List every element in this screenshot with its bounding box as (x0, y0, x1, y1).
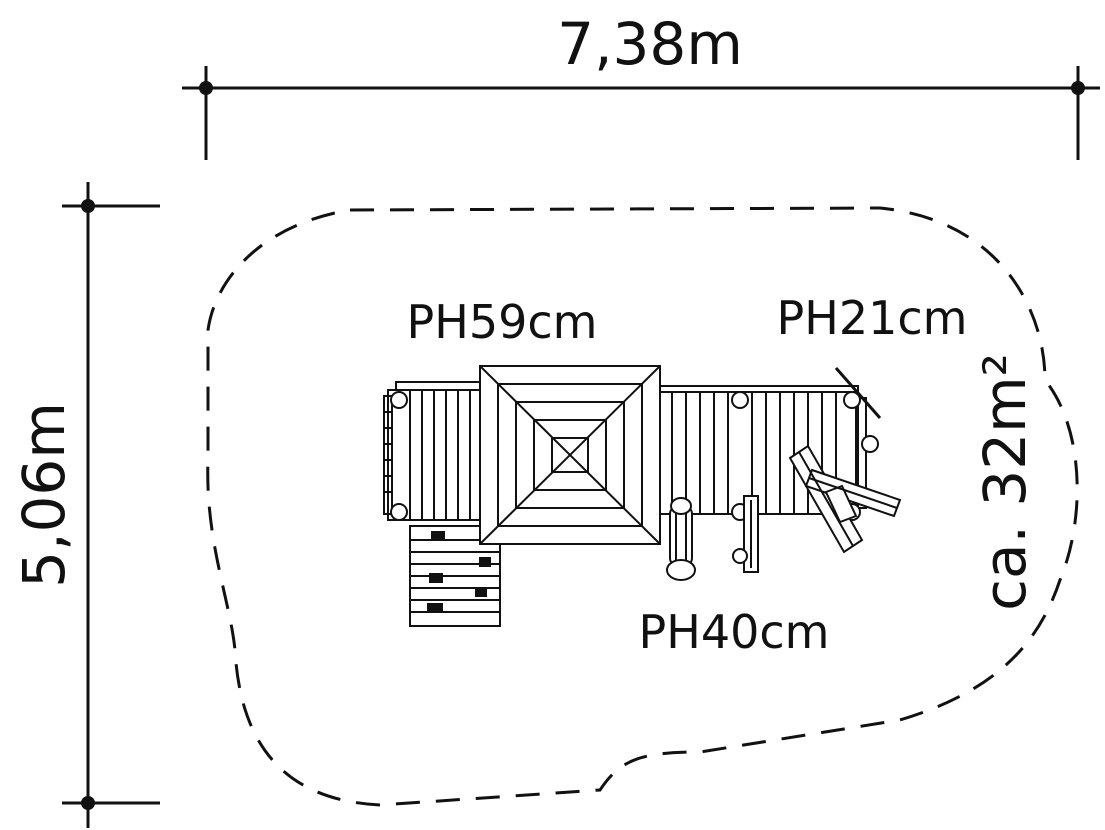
wheel-icon (861, 435, 879, 453)
width-dimension (182, 66, 1100, 160)
post (390, 503, 408, 521)
slide (666, 497, 696, 581)
end-deck-handrail (834, 367, 882, 419)
safety-zone-outline (206, 206, 1079, 807)
steering-post (743, 495, 759, 573)
depth-dimension (62, 182, 160, 828)
area-label: ca. 32m² (971, 353, 1039, 611)
depth-dimension-start-dot (81, 199, 95, 213)
tower-height-label: PH59cm (407, 295, 598, 349)
width-label: 7,38m (557, 10, 743, 78)
depth-dimension-end-dot (81, 796, 95, 810)
rope-ladder (788, 444, 902, 554)
depth-label: 5,06m (10, 402, 78, 588)
slide-deck-height-label: PH40cm (639, 605, 830, 659)
wheel-icon (732, 548, 748, 564)
post (390, 391, 408, 409)
width-dimension-start-dot (199, 81, 213, 95)
post (843, 391, 861, 409)
width-dimension-end-dot (1071, 81, 1085, 95)
end-deck-height-label: PH21cm (777, 291, 968, 345)
play-structure (383, 365, 902, 627)
post (731, 391, 749, 409)
tower-roof (479, 365, 661, 545)
